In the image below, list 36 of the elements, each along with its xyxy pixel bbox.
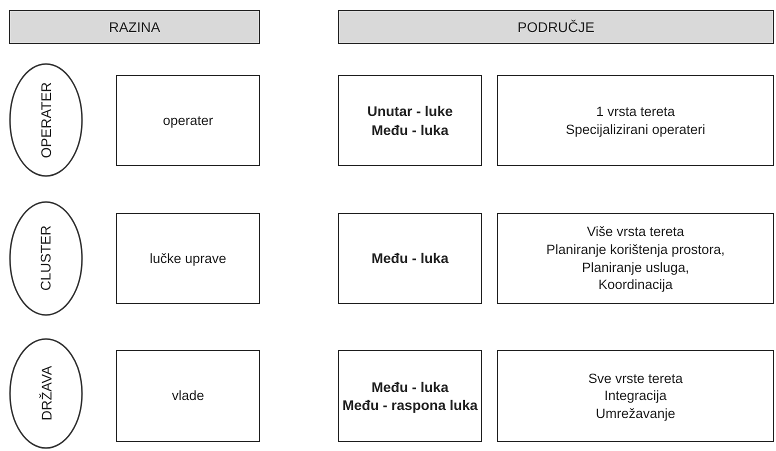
actor-box xyxy=(116,75,260,166)
header-box xyxy=(9,10,260,44)
box-text: vlade xyxy=(172,387,204,405)
box-text: Koordinacija xyxy=(598,276,673,294)
box-text: Planiranje korištenja prostora, xyxy=(546,240,725,258)
column-heading: PODRUČJE xyxy=(517,18,594,36)
box-text: Sve vrste tereta xyxy=(588,370,683,388)
box-text: Integracija xyxy=(604,387,667,405)
scope-box xyxy=(338,75,482,166)
actor-box xyxy=(116,350,260,442)
detail-box xyxy=(497,213,774,304)
level-label: DRŽAVA xyxy=(36,366,55,421)
level-label: CLUSTER xyxy=(36,226,55,292)
box-text: lučke uprave xyxy=(150,250,226,268)
box-text: Među - luka xyxy=(371,249,448,268)
box-text: operater xyxy=(162,112,214,130)
box-text: Unutar - luke xyxy=(367,102,453,120)
scope-box xyxy=(338,350,482,442)
box-text: Umrežavanje xyxy=(596,404,676,422)
box-text: Među - luka xyxy=(371,378,448,396)
header-box xyxy=(338,10,774,44)
level-ellipse xyxy=(9,201,83,316)
level-ellipse xyxy=(9,63,83,177)
level-ellipse xyxy=(9,338,83,449)
scope-box xyxy=(338,213,482,304)
box-text: Među - luka xyxy=(371,120,448,139)
level-label: OPERATER xyxy=(36,82,55,158)
box-text: Specijalizirani operateri xyxy=(566,120,706,138)
detail-box xyxy=(497,350,774,442)
box-text: Više vrsta tereta xyxy=(586,223,684,241)
box-text: 1 vrsta tereta xyxy=(596,102,675,120)
detail-box xyxy=(497,75,774,166)
box-text: Među - raspona luka xyxy=(342,396,478,414)
actor-box xyxy=(116,213,260,304)
column-heading: RAZINA xyxy=(108,18,160,36)
box-text: Planiranje usluga, xyxy=(582,258,690,276)
